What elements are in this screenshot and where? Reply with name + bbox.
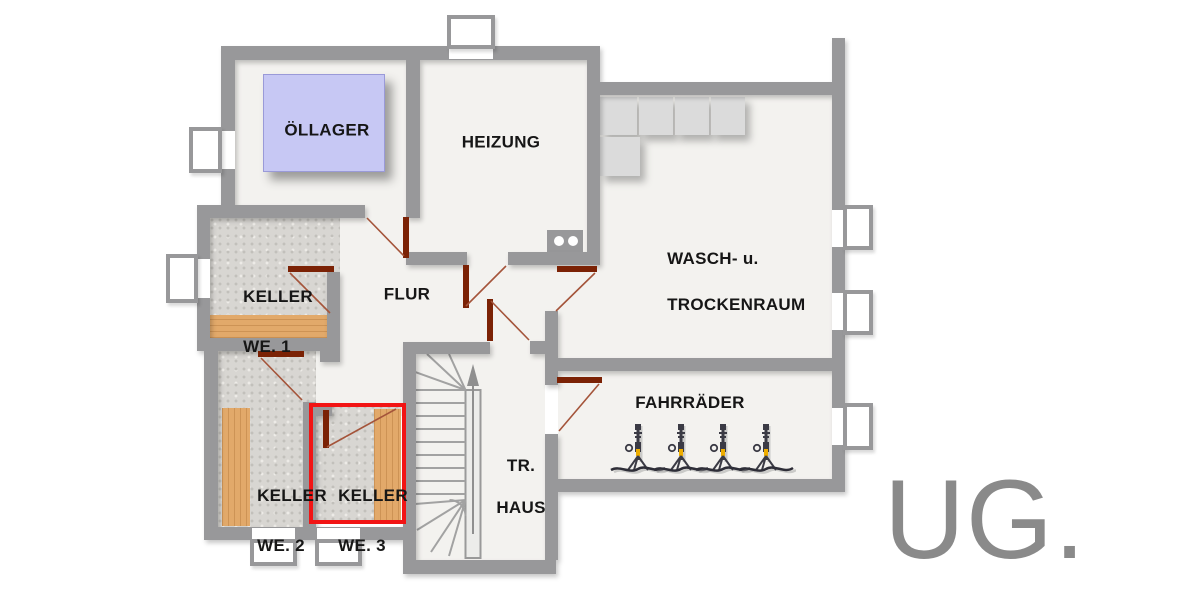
wall-segment bbox=[545, 492, 558, 560]
door-leaf bbox=[487, 299, 493, 341]
room-label-line: KELLER bbox=[338, 486, 408, 505]
oil-tank bbox=[263, 74, 385, 172]
wall-segment bbox=[587, 46, 600, 265]
window bbox=[447, 15, 495, 49]
wall-segment bbox=[545, 479, 845, 492]
door-leaf bbox=[258, 351, 304, 357]
wall-segment bbox=[403, 342, 490, 354]
room-label-line: WE. 1 bbox=[243, 337, 291, 356]
room-label-keller-we1: KELLER WE. 1 bbox=[223, 259, 313, 384]
room-label-keller-we2: KELLER WE. 2 bbox=[237, 458, 327, 583]
door-leaf bbox=[403, 217, 409, 258]
window-opening bbox=[317, 528, 360, 540]
room-label-line: WE. 3 bbox=[338, 536, 386, 555]
wall-segment bbox=[327, 272, 340, 338]
window bbox=[189, 127, 222, 173]
room-label-flur: FLUR bbox=[383, 284, 431, 304]
floor-title: UG. bbox=[884, 457, 1087, 582]
window bbox=[843, 290, 873, 335]
room-label-treppenhaus: TR. HAUS bbox=[476, 434, 545, 539]
window bbox=[843, 403, 873, 450]
washing-machine bbox=[675, 97, 709, 135]
room-label-line: TR. bbox=[506, 456, 536, 475]
door-leaf bbox=[463, 265, 469, 308]
window-opening bbox=[449, 47, 493, 59]
room-label-heizung: HEIZUNG bbox=[461, 132, 541, 152]
window bbox=[166, 254, 198, 303]
room-label-line: TROCKENRAUM bbox=[667, 295, 806, 314]
wall-segment bbox=[204, 351, 218, 540]
washing-machine bbox=[600, 97, 637, 135]
highlight-keller-we3 bbox=[309, 403, 406, 524]
washing-machine bbox=[711, 97, 745, 135]
door-leaf bbox=[288, 266, 334, 272]
washing-machine bbox=[600, 137, 640, 176]
wall-segment bbox=[545, 311, 558, 385]
wall-segment bbox=[221, 46, 235, 206]
room-label-fahrraeder: FAHRRÄDER bbox=[635, 393, 745, 412]
boiler-sink-symbol bbox=[547, 230, 583, 252]
wall-segment bbox=[600, 82, 845, 95]
wall-segment bbox=[197, 338, 340, 351]
window-opening bbox=[832, 408, 845, 445]
window-opening bbox=[221, 131, 235, 169]
room-label-keller-we3: KELLER WE. 3 bbox=[318, 458, 408, 583]
window bbox=[250, 539, 297, 566]
room-label-line: KELLER bbox=[243, 287, 313, 306]
wall-segment bbox=[832, 38, 845, 82]
wall-segment bbox=[403, 342, 416, 574]
room-label-line: WE. 2 bbox=[257, 536, 305, 555]
door-leaf bbox=[557, 266, 597, 272]
shelf bbox=[222, 408, 250, 526]
window bbox=[315, 539, 362, 566]
wall-segment bbox=[403, 560, 556, 574]
wall-segment bbox=[406, 52, 420, 218]
wall-segment bbox=[197, 205, 365, 218]
window-opening bbox=[832, 210, 845, 247]
wall-segment bbox=[545, 358, 845, 371]
wall-segment bbox=[508, 252, 600, 265]
room-label-line: KELLER bbox=[257, 486, 327, 505]
room-label-line: WASCH- u. bbox=[667, 249, 759, 268]
window-opening bbox=[252, 528, 295, 540]
room-label-line: HAUS bbox=[496, 498, 546, 517]
door-leaf bbox=[557, 377, 602, 383]
window-opening bbox=[197, 259, 210, 298]
wall-segment bbox=[530, 341, 545, 354]
wall-segment bbox=[545, 434, 558, 492]
washing-machine bbox=[639, 97, 673, 135]
room-label-waschraum: WASCH- u. TROCKENRAUM bbox=[647, 224, 805, 339]
shelf bbox=[210, 315, 331, 338]
window-opening bbox=[832, 293, 845, 330]
window bbox=[843, 205, 873, 250]
wall-segment bbox=[406, 252, 467, 265]
door-leaf bbox=[323, 410, 329, 448]
room-label-oellager: ÖLLAGER bbox=[284, 120, 370, 140]
wall-segment bbox=[320, 338, 340, 362]
